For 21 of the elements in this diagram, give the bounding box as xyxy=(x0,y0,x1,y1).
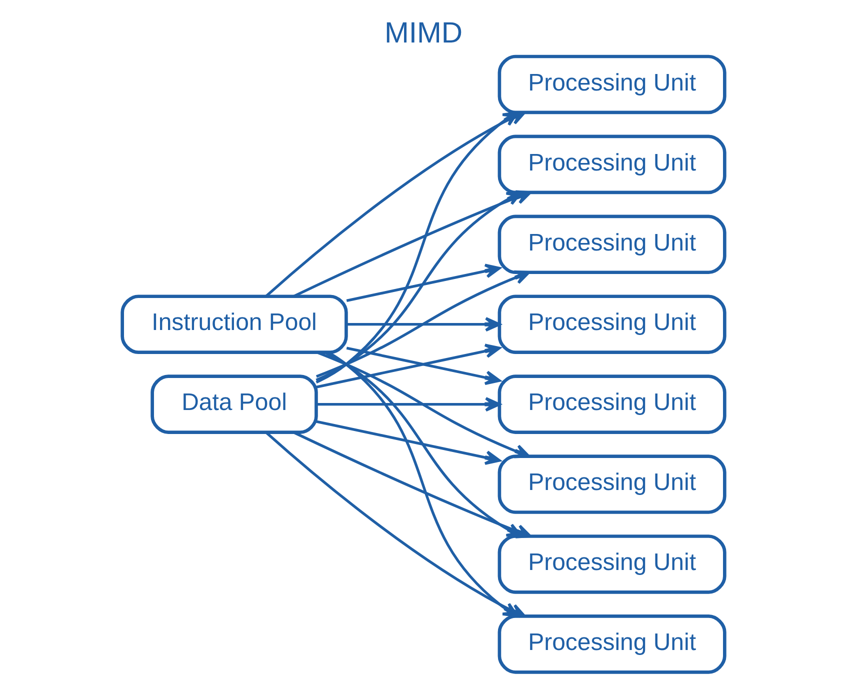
node-box: Processing Unit xyxy=(497,374,726,434)
arrow xyxy=(346,346,500,385)
arrow xyxy=(346,317,500,332)
node-box: Processing Unit xyxy=(497,454,726,514)
arrow xyxy=(316,420,500,465)
arrow xyxy=(315,191,522,382)
arrow xyxy=(316,396,500,412)
arrow xyxy=(315,111,518,384)
node-box: Processing Unit xyxy=(497,214,726,274)
node-box: Processing Unit xyxy=(497,54,726,114)
diagram-title: MIMD xyxy=(384,16,462,50)
arrow xyxy=(346,264,500,302)
arrow xyxy=(315,270,530,378)
arrow xyxy=(316,351,530,458)
node-box: Processing Unit xyxy=(497,614,726,674)
node-box: Processing Unit xyxy=(497,534,726,594)
node-box: Processing Unit xyxy=(497,134,726,194)
node-box: Processing Unit xyxy=(497,294,726,354)
node-box: Data Pool xyxy=(150,374,318,434)
node-box: Instruction Pool xyxy=(120,294,348,354)
arrow xyxy=(316,344,500,388)
